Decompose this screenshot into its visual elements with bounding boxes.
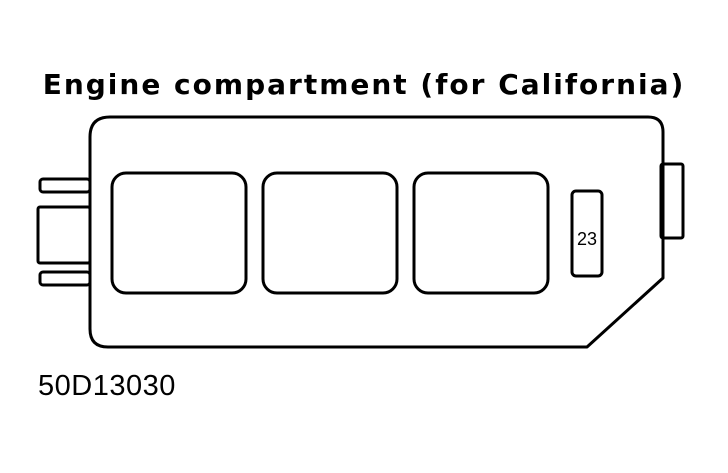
diagram-title: Engine compartment (for California) — [42, 68, 686, 101]
fuse-number-label: 23 — [577, 229, 597, 249]
connector-pin-top — [38, 177, 92, 194]
figure-code: 50D13030 — [38, 370, 176, 402]
connector-pin-bottom — [38, 270, 92, 287]
relay-slot-3 — [412, 171, 550, 295]
fuse-slot-23 — [570, 189, 604, 278]
side-tab — [659, 162, 685, 240]
relay-slot-1 — [110, 171, 248, 295]
connector-block — [36, 205, 92, 265]
relay-slot-2 — [261, 171, 399, 295]
fuse-box-housing — [88, 115, 665, 349]
